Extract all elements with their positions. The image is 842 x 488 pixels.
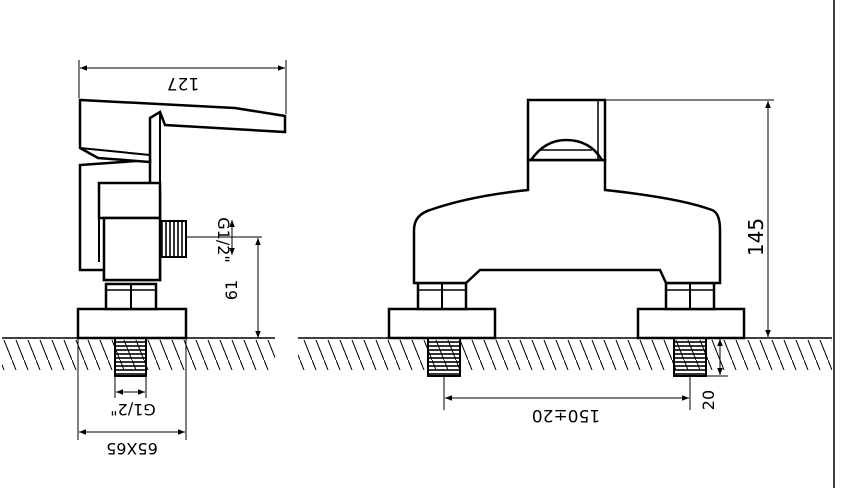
front-view: 145 150±20 20 xyxy=(387,98,774,425)
front-thread-left xyxy=(427,337,461,377)
front-base-plate-right xyxy=(636,307,746,340)
dim-base-size: 65X65 xyxy=(106,439,158,458)
side-base-plate xyxy=(76,307,188,340)
front-base-plate-left xyxy=(387,307,497,340)
dim-side-width: 127 xyxy=(167,73,199,93)
dim-side-height: 61 xyxy=(222,280,241,300)
front-thread-right xyxy=(673,337,707,377)
ground-right xyxy=(298,337,832,370)
dim-base-thread: G1/2" xyxy=(110,400,156,419)
side-view: 127 G1/2" 61 G1/2" 65X65 xyxy=(76,60,287,458)
front-body xyxy=(412,158,722,285)
side-base-thread xyxy=(114,337,147,377)
side-handle xyxy=(78,98,287,164)
side-outlet-thread xyxy=(159,220,187,258)
dim-front-spacing: 150±20 xyxy=(532,405,600,425)
dim-front-depth: 20 xyxy=(699,390,718,410)
dim-front-height: 145 xyxy=(744,218,768,256)
dim-side-thread: G1/2" xyxy=(214,217,233,263)
